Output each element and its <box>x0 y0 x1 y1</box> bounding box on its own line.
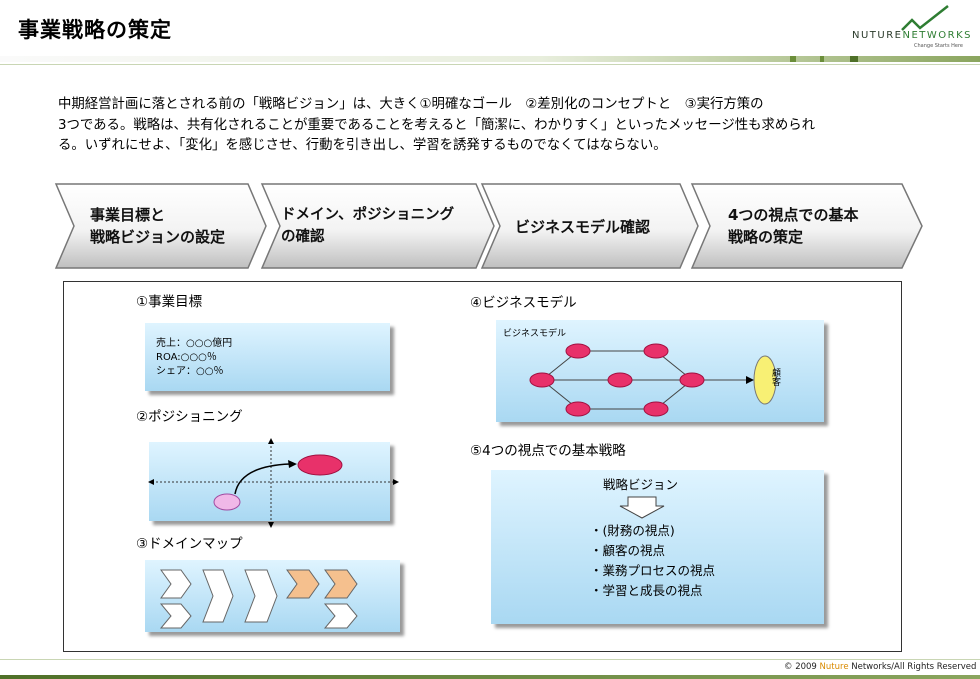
domain-chevron <box>324 569 358 599</box>
header-divider-block <box>850 56 858 62</box>
step-2-label: ドメイン、ポジショニング の確認 <box>281 204 454 248</box>
detail-panel <box>63 281 902 652</box>
copyright: © 2009 Nuture Networks/All Rights Reserv… <box>784 662 976 672</box>
domain-chevron <box>160 569 192 599</box>
goal-item: 売上：○○○億円 <box>156 338 233 349</box>
domain-chevron <box>244 569 278 623</box>
intro-line: る。いずれにせよ、「変化」を感じさせ、行動を引き出し、学習を誘発するものでなくて… <box>58 138 667 153</box>
intro-line: 中期経営計画に落とされる前の「戦略ビジョン」は、大きく①明確なゴール ②差別化の… <box>58 97 764 112</box>
step-chevron-1 <box>54 183 267 269</box>
goal-item: シェア：○○％ <box>156 366 224 377</box>
step-chevron-4 <box>690 183 923 269</box>
customer-node <box>753 355 777 405</box>
network-node <box>607 372 633 388</box>
strategy-vision-label: 戦略ビジョン <box>603 477 679 492</box>
step-4-line1: 4つの視点での基本 <box>728 206 859 224</box>
network-node <box>565 401 591 417</box>
current-position-ellipse <box>213 493 241 511</box>
positioning-title: ②ポジショニング <box>136 409 243 425</box>
domain-chevron <box>286 569 320 599</box>
strategy-item: ・学習と成長の視点 <box>590 583 703 598</box>
step-1-line1: 事業目標と <box>90 206 166 224</box>
intro-line: 3つである。戦略は、共有化されることが重要であることを考えると「簡潔に、わかりす… <box>58 117 816 133</box>
business-model-box-label: ビジネスモデル <box>503 329 567 339</box>
header-divider-block <box>820 56 824 62</box>
header-divider-line <box>0 64 980 65</box>
step-2-line1: ドメイン、ポジショニング <box>281 207 455 223</box>
copyright-prefix: © 2009 <box>784 662 820 672</box>
logo-part2: NETWORKS <box>902 30 973 41</box>
process-chevrons <box>54 183 923 269</box>
goal-list: 売上：○○○億円 ROA:○○○％ シェア：○○％ <box>156 337 232 379</box>
step-chevron-2 <box>260 183 495 269</box>
down-arrow-icon <box>619 496 665 519</box>
step-4-label: 4つの視点での基本 戦略の策定 <box>728 204 858 248</box>
footer-bar <box>0 675 980 679</box>
network-node <box>643 401 669 417</box>
goal-box <box>145 323 390 391</box>
logo-tagline: Change Starts Here <box>914 43 963 49</box>
copyright-brand: Nuture <box>819 662 849 672</box>
logo-part1: NUTURE <box>852 30 903 41</box>
logo: NUTURENETWORKS <box>852 30 972 41</box>
strategy-title: ⑤4つの視点での基本戦略 <box>470 443 626 459</box>
header-divider-block <box>790 56 796 62</box>
strategy-box <box>491 470 824 624</box>
step-1-line2: 戦略ビジョンの設定 <box>90 228 226 246</box>
step-chevron-3 <box>480 183 699 269</box>
step-2-line2: の確認 <box>281 229 325 245</box>
footer-divider <box>0 659 980 660</box>
step-3-label: ビジネスモデル確認 <box>515 216 650 238</box>
strategy-list: ・(財務の視点) ・顧客の視点 ・業務プロセスの視点 ・学習と成長の視点 <box>590 521 715 601</box>
target-position-ellipse <box>297 454 343 476</box>
business-model-network <box>529 343 777 417</box>
domain-map-title: ③ドメインマップ <box>136 536 243 552</box>
header-divider <box>0 56 980 62</box>
network-node <box>679 372 705 388</box>
network-node <box>529 372 555 388</box>
domain-chevron <box>159 603 192 629</box>
domain-chevron <box>202 569 234 623</box>
page-title: 事業戦略の策定 <box>18 18 172 42</box>
goal-title: ①事業目標 <box>136 294 203 310</box>
copyright-suffix: Networks/All Rights Reserved <box>848 662 977 672</box>
strategy-item: ・顧客の視点 <box>590 543 666 558</box>
strategy-item: ・業務プロセスの視点 <box>590 563 716 578</box>
positioning-map <box>148 438 399 528</box>
domain-chevron <box>323 603 358 629</box>
goal-item: ROA:○○○％ <box>156 352 217 363</box>
business-model-title: ④ビジネスモデル <box>470 295 577 311</box>
intro-paragraph: 中期経営計画に落とされる前の「戦略ビジョン」は、大きく①明確なゴール ②差別化の… <box>58 95 938 157</box>
step-1-label: 事業目標と 戦略ビジョンの設定 <box>90 204 225 248</box>
customer-label: 顧客 <box>770 368 780 386</box>
domain-chevrons <box>159 569 358 629</box>
strategy-item: ・(財務の視点) <box>590 523 675 538</box>
logo-check-icon <box>901 5 949 31</box>
step-4-line2: 戦略の策定 <box>728 228 804 246</box>
network-node <box>643 343 669 359</box>
network-node <box>565 343 591 359</box>
step-3-line1: ビジネスモデル確認 <box>515 218 651 236</box>
